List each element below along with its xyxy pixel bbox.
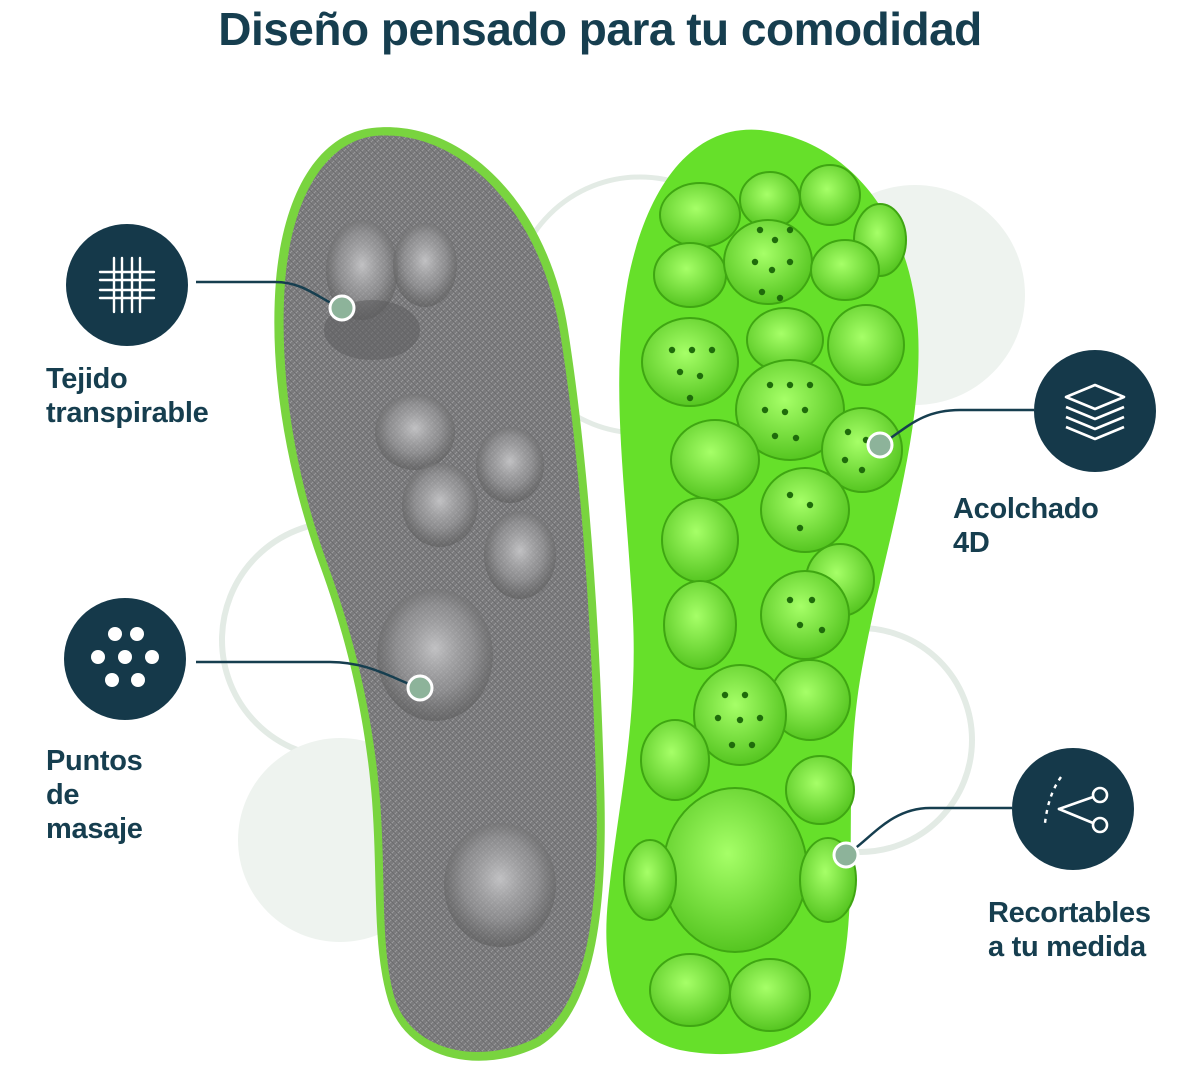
gray-insole	[274, 127, 605, 1061]
feature-label-line: Puntos	[46, 745, 143, 777]
feature-label-line: Recortables	[988, 897, 1151, 929]
feature-label-line: a tu medida	[988, 931, 1146, 963]
feature-label: Recortables a tu medida	[988, 896, 1151, 964]
feature-label: Tejido transpirable	[46, 362, 209, 430]
feature-label-line: Acolchado 4D	[953, 493, 1099, 559]
feature-label-line: de masaje	[46, 779, 143, 845]
green-insole	[606, 129, 919, 1055]
feature-label: Puntos de masaje	[46, 744, 143, 846]
dots-icon	[64, 598, 186, 720]
page-title: Diseño pensado para tu comodidad	[218, 3, 982, 55]
feature-label: Acolchado 4D	[953, 492, 1099, 560]
mesh-grid-icon	[66, 224, 188, 346]
layers-icon	[1034, 350, 1156, 472]
feature-label-line: Tejido	[46, 363, 128, 395]
feature-label-line: transpirable	[46, 397, 209, 429]
scissors-icon	[1012, 748, 1134, 870]
callout-connectors	[196, 280, 1034, 869]
